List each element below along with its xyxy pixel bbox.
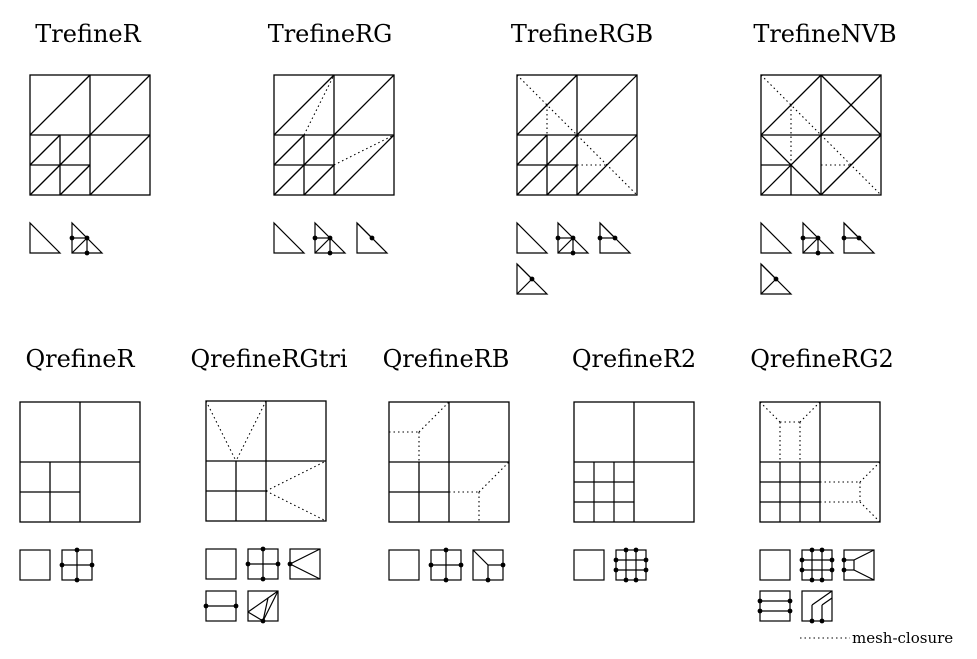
title-trefine-rgb: TrefineRGB — [511, 20, 653, 48]
title-trefine-r: TrefineR — [35, 20, 141, 48]
mesh-qrefine-r — [19, 401, 141, 523]
title-qrefine-r: QrefineR — [25, 345, 135, 373]
pattern-trefine-r-2 — [69, 221, 104, 256]
mesh-qrefine-rgtri — [205, 400, 327, 522]
title-qrefine-r2: QrefineR2 — [572, 345, 696, 373]
pattern-qrefine-rg2-1 — [759, 549, 791, 581]
pattern-trefine-r-1 — [29, 221, 62, 254]
mesh-trefine-nvb — [760, 74, 882, 196]
mesh-trefine-rg — [273, 74, 395, 196]
title-trefine-rg: TrefineRG — [268, 20, 393, 48]
mesh-qrefine-rb — [388, 401, 510, 523]
mesh-trefine-rgb — [516, 74, 638, 196]
mesh-trefine-r — [29, 74, 151, 196]
title-qrefine-rgtri: QrefineRGtri — [190, 345, 347, 373]
pattern-qrefine-rgtri-2 — [245, 546, 281, 582]
title-qrefine-rb: QrefineRB — [383, 345, 510, 373]
pattern-qrefine-r-1 — [19, 549, 51, 581]
legend-label: mesh-closure — [852, 629, 953, 647]
pattern-qrefine-rg2-3 — [841, 549, 875, 581]
title-qrefine-rg2: QrefineRG2 — [750, 345, 894, 373]
pattern-trefine-rg-2 — [312, 221, 347, 256]
mesh-qrefine-rg2 — [759, 401, 881, 523]
pattern-qrefine-rgtri-1 — [205, 548, 237, 580]
legend: mesh-closure — [800, 629, 953, 647]
pattern-qrefine-r2-1 — [573, 549, 605, 581]
pattern-qrefine-r2-2 — [613, 547, 649, 583]
pattern-trefine-nvb-1 — [760, 221, 793, 254]
pattern-qrefine-rb-2 — [428, 547, 464, 583]
pattern-trefine-nvb-2 — [800, 221, 835, 256]
pattern-trefine-rgb-3 — [597, 221, 632, 254]
title-trefine-nvb: TrefineNVB — [753, 20, 896, 48]
pattern-trefine-rg-3 — [356, 221, 389, 254]
pattern-qrefine-rgtri-3 — [287, 548, 321, 580]
mesh-qrefine-r2 — [573, 401, 695, 523]
pattern-trefine-rgb-4 — [516, 262, 549, 295]
pattern-qrefine-rg2-4 — [757, 590, 793, 622]
pattern-qrefine-rb-3 — [472, 549, 506, 583]
pattern-trefine-rg-1 — [273, 221, 306, 254]
pattern-qrefine-r-2 — [59, 547, 95, 583]
pattern-trefine-rgb-1 — [516, 221, 549, 254]
pattern-trefine-nvb-4 — [760, 262, 793, 295]
pattern-qrefine-rg2-5 — [801, 590, 833, 624]
pattern-trefine-rgb-2 — [555, 221, 590, 256]
pattern-qrefine-rb-1 — [388, 549, 420, 581]
pattern-qrefine-rgtri-5 — [247, 590, 279, 624]
pattern-qrefine-rg2-2 — [799, 547, 835, 583]
pattern-qrefine-rgtri-4 — [203, 590, 239, 622]
pattern-trefine-nvb-3 — [841, 221, 876, 254]
